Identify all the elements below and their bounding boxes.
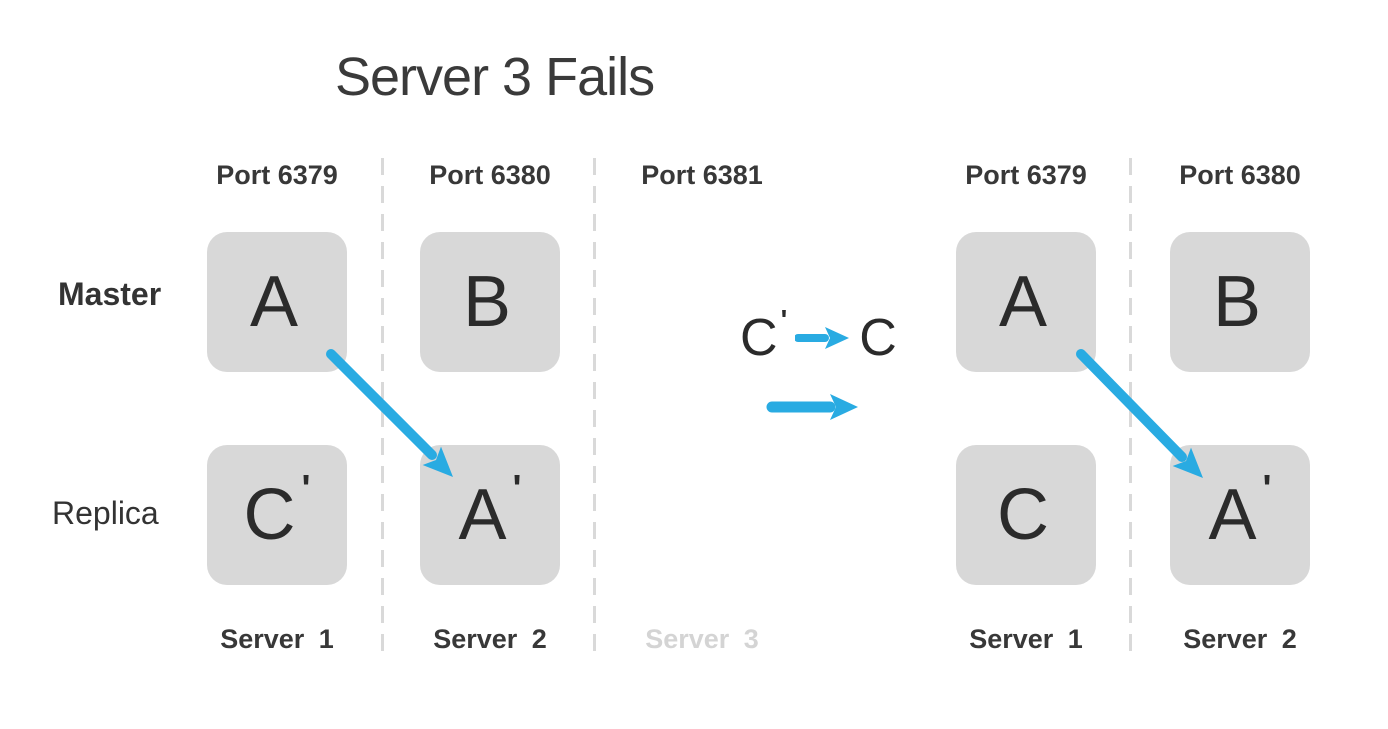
divider-middle — [593, 158, 596, 662]
box-left-server1-replica: C' — [207, 445, 347, 585]
server-label-failed: Server 3 — [645, 624, 759, 654]
divider-right-group — [1129, 158, 1132, 662]
promotion-arrow-small-icon — [795, 327, 850, 349]
server-label-right-2: Server 2 — [1183, 624, 1297, 654]
shard-letter: A — [249, 262, 299, 342]
server-label-left-2: Server 2 — [433, 624, 547, 654]
shard-letter: B — [1212, 262, 1262, 342]
shard-prime: ' — [512, 468, 522, 510]
port-label-left-1: Port 6379 — [216, 160, 338, 190]
divider-left-group — [381, 158, 384, 662]
shard-letter: B — [462, 262, 512, 342]
promotion-from-letter: C — [740, 309, 778, 367]
box-left-server1-master: A — [207, 232, 347, 372]
shard-prime: ' — [301, 468, 311, 510]
row-label-master: Master — [58, 276, 162, 312]
port-label-right-1: Port 6379 — [965, 160, 1087, 190]
box-right-server1-replica: C — [956, 445, 1096, 585]
shard-letter: A — [1208, 475, 1257, 555]
shard-letter: A — [998, 262, 1048, 342]
box-left-server2-replica: A' — [420, 445, 560, 585]
promotion-to-letter: C — [859, 309, 897, 367]
box-right-server1-master: A — [956, 232, 1096, 372]
shard-letter: C — [243, 475, 296, 555]
shard-prime: ' — [1262, 468, 1272, 510]
diagram-title: Server 3 Fails — [335, 47, 655, 107]
port-label-right-2: Port 6380 — [1179, 160, 1301, 190]
promotion-from-prime: ' — [780, 304, 788, 335]
transition-arrow-icon — [766, 394, 858, 420]
box-right-server2-replica: A' — [1170, 445, 1310, 585]
box-left-server2-master: B — [420, 232, 560, 372]
promotion-annotation: C' C — [740, 304, 897, 368]
shard-letter: C — [997, 475, 1049, 555]
row-label-replica: Replica — [52, 495, 159, 531]
port-label-middle: Port 6381 — [641, 160, 763, 190]
box-right-server2-master: B — [1170, 232, 1310, 372]
shard-letter: A — [458, 475, 507, 555]
server-label-right-1: Server 1 — [969, 624, 1083, 654]
port-label-left-2: Port 6380 — [429, 160, 551, 190]
server-label-left-1: Server 1 — [220, 624, 334, 654]
